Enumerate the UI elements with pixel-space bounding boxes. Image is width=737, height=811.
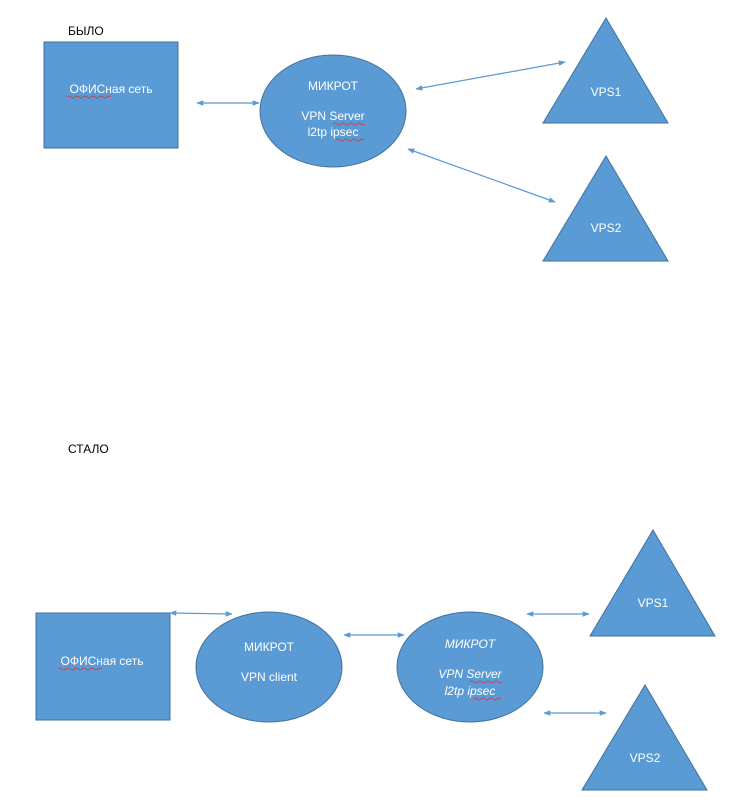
office-label-rest: сеть (116, 654, 143, 668)
ipsec-label: ipsec (467, 684, 495, 698)
link-router-vps2-before (407, 148, 556, 203)
l2tp-label: l2tp (445, 684, 468, 698)
mikrotik-title: МИКРОТ (308, 79, 359, 93)
office-label-rest: сеть (125, 82, 152, 96)
vps1-after: VPS1 (589, 529, 716, 637)
vpn-label: VPN (301, 109, 329, 123)
svg-text:VPN Server: VPN Server (438, 667, 502, 681)
office-label-underlined: ОФИСная (70, 82, 126, 96)
svg-text:ОФИСная сеть: ОФИСная сеть (61, 654, 144, 668)
link-office-client-after (169, 610, 233, 617)
mikrotik-title: МИКРОТ (445, 637, 497, 651)
vpn-client-label: VPN client (241, 670, 298, 684)
vps2-before: VPS2 (542, 155, 669, 262)
office-label-underlined: ОФИСная (61, 654, 117, 668)
server-label: Server (329, 109, 364, 123)
mikrotik-vpn-client-after: МИКРОТ VPN client (195, 611, 343, 723)
mikrotik-title: МИКРОТ (244, 640, 295, 654)
svg-text:VPN Server: VPN Server (301, 109, 364, 123)
heading-before: БЫЛО (68, 24, 104, 38)
link-router-vps1-before (415, 60, 566, 91)
svg-text:VPS2: VPS2 (591, 221, 622, 235)
server-label: Server (466, 667, 502, 681)
heading-after: СТАЛО (68, 442, 109, 456)
svg-text:VPS1: VPS1 (591, 85, 622, 99)
ipsec-label: ipsec (330, 125, 358, 139)
svg-text:ОФИСная сеть: ОФИСная сеть (70, 82, 153, 96)
vps2-after: VPS2 (581, 684, 708, 791)
svg-text:l2tp ipsec: l2tp ipsec (445, 684, 496, 698)
mikrotik-vpn-server-after: МИКРОТ VPN Server l2tp ipsec (396, 611, 544, 723)
svg-text:l2tp ipsec: l2tp ipsec (308, 125, 359, 139)
office-network-before: ОФИСная сеть (43, 41, 179, 149)
vps1-before: VPS1 (542, 17, 669, 124)
l2tp-label: l2tp (308, 125, 331, 139)
office-network-after: ОФИСная сеть (35, 612, 171, 721)
mikrotik-vpn-server-before: МИКРОТ VPN Server l2tp ipsec (259, 54, 407, 168)
vpn-label: VPN (438, 667, 466, 681)
svg-text:VPS2: VPS2 (630, 751, 661, 765)
svg-text:VPS1: VPS1 (638, 596, 669, 610)
